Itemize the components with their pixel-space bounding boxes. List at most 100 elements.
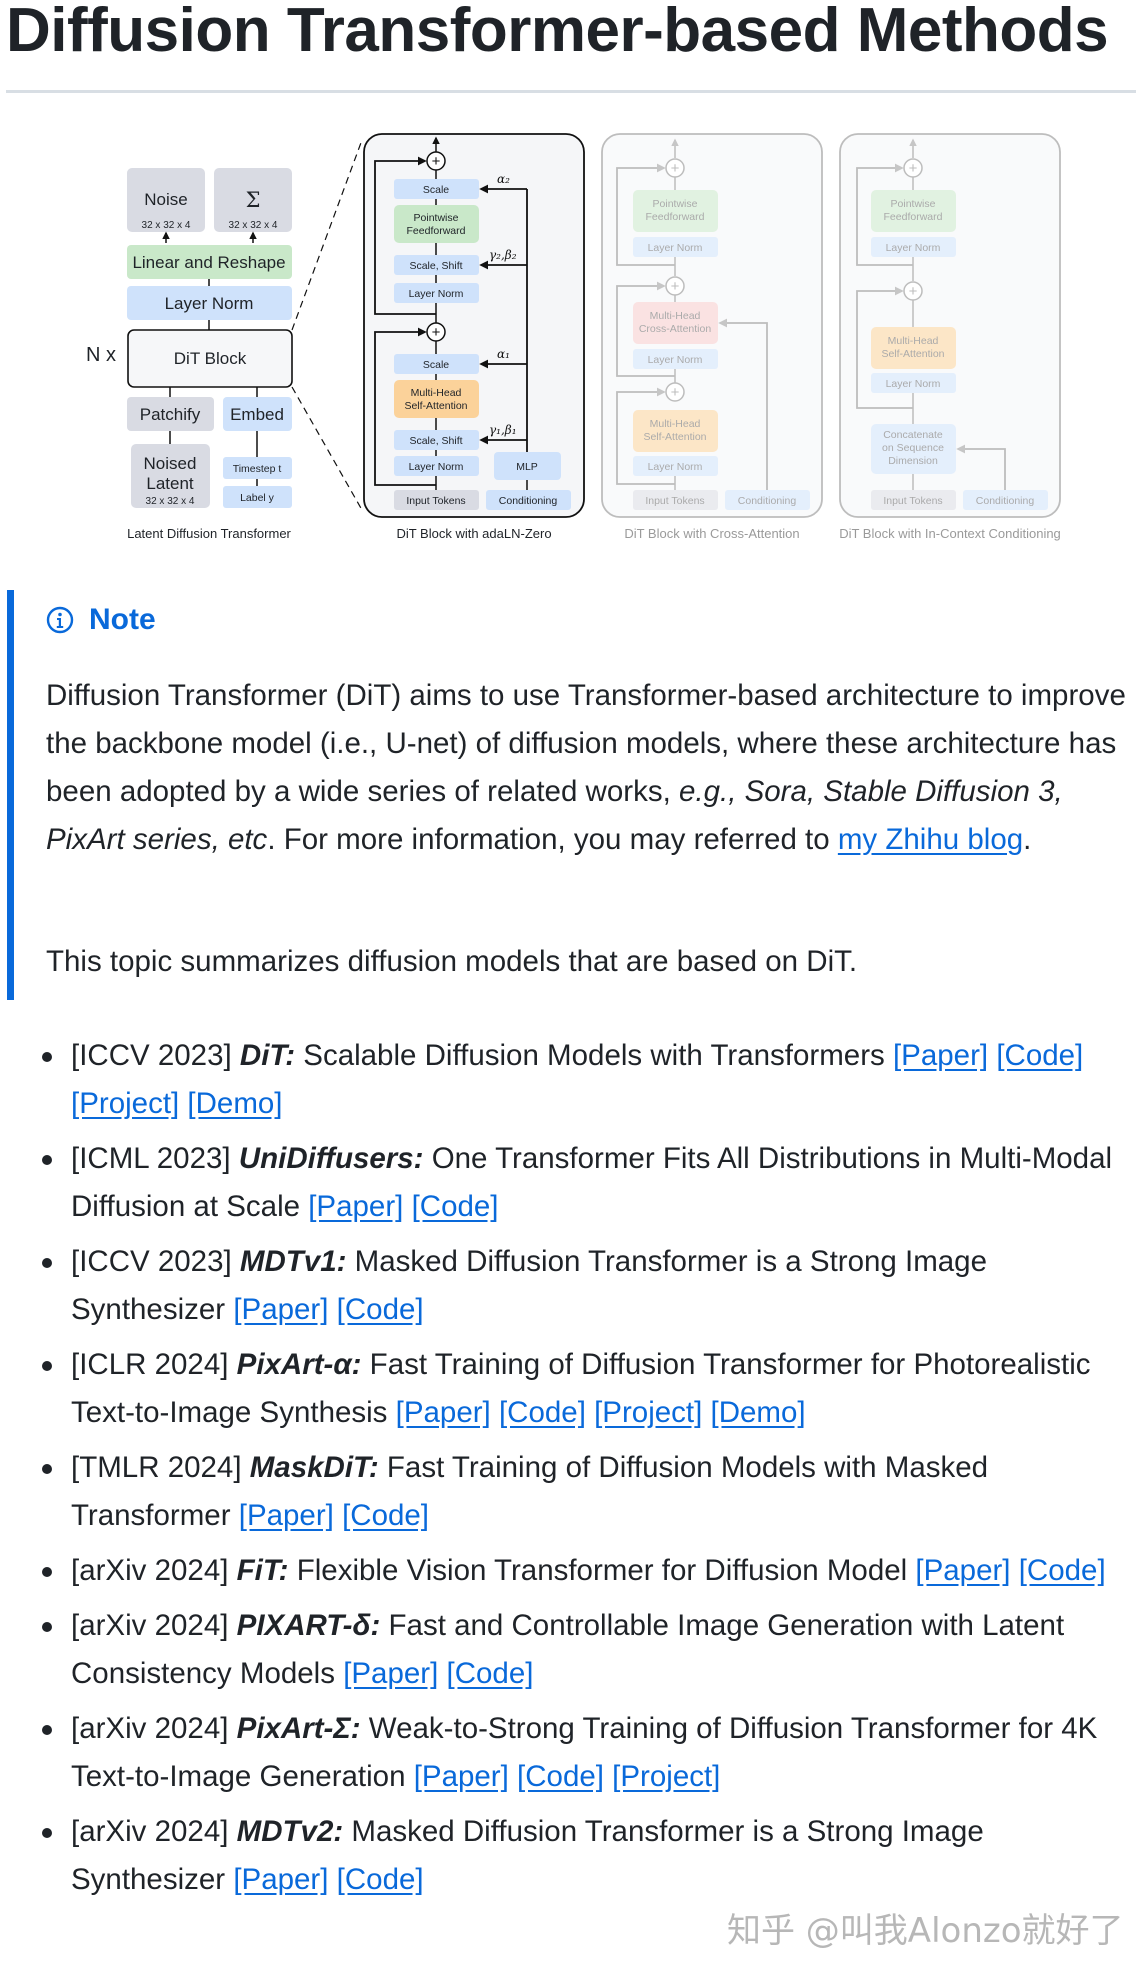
paper-link[interactable]: [Paper] <box>233 1863 329 1896</box>
note-text: . For more information, you may referred… <box>267 823 838 856</box>
method-name: PixArt-Σ: <box>236 1712 361 1745</box>
svg-text:Layer Norm: Layer Norm <box>886 378 941 390</box>
svg-text:Noise: Noise <box>144 190 187 209</box>
svg-text:DiT Block with Cross-Attention: DiT Block with Cross-Attention <box>624 526 799 541</box>
svg-text:Multi-Head: Multi-Head <box>888 335 939 347</box>
venue-label: [ICCV 2023] <box>71 1039 232 1072</box>
svg-text:Layer Norm: Layer Norm <box>886 242 941 254</box>
demo-link[interactable]: [Demo] <box>187 1087 283 1120</box>
paper-link[interactable]: [Paper] <box>395 1396 491 1429</box>
paper-link[interactable]: [Paper] <box>233 1293 329 1326</box>
project-link[interactable]: [Project] <box>594 1396 703 1429</box>
code-link[interactable]: [Code] <box>517 1760 604 1793</box>
svg-text:+: + <box>432 324 441 341</box>
bullet-icon <box>42 1567 52 1577</box>
code-link[interactable]: [Code] <box>996 1039 1084 1072</box>
note-paragraph-summary: This topic summarizes diffusion models t… <box>46 945 858 978</box>
note-accent-bar <box>7 590 14 1000</box>
svg-text:Cross-Attention: Cross-Attention <box>639 323 712 335</box>
bullet-icon <box>42 1725 52 1735</box>
svg-text:Pointwise: Pointwise <box>653 198 698 210</box>
svg-text:Input Tokens: Input Tokens <box>406 495 465 507</box>
svg-text:γ₂,β₂: γ₂,β₂ <box>489 248 517 262</box>
venue-label: [ICML 2023] <box>71 1142 231 1175</box>
paper-list-item: [arXiv 2024] PIXART-δ: Fast and Controll… <box>0 1602 1138 1698</box>
paper-list-item: [ICCV 2023] DiT: Scalable Diffusion Mode… <box>0 1032 1138 1128</box>
svg-text:Latent Diffusion Transformer: Latent Diffusion Transformer <box>127 526 291 541</box>
adaln-zero-panel: + Scale Pointwise Feedforward Scale, Shi… <box>363 133 585 541</box>
svg-text:+: + <box>671 278 680 295</box>
code-link[interactable]: [Code] <box>1018 1554 1106 1587</box>
svg-text:Embed: Embed <box>230 405 284 424</box>
paper-link[interactable]: [Paper] <box>308 1190 404 1223</box>
svg-text:Multi-Head: Multi-Head <box>411 387 462 399</box>
project-link[interactable]: [Project] <box>71 1087 180 1120</box>
svg-text:+: + <box>432 153 441 170</box>
svg-text:Dimension: Dimension <box>888 455 938 467</box>
svg-text:Multi-Head: Multi-Head <box>650 310 701 322</box>
svg-text:Feedforward: Feedforward <box>884 211 943 223</box>
svg-text:+: + <box>671 160 680 177</box>
svg-text:Conditioning: Conditioning <box>976 495 1035 507</box>
svg-text:Linear and Reshape: Linear and Reshape <box>132 253 285 272</box>
paper-list-item: [arXiv 2024] FiT: Flexible Vision Transf… <box>0 1547 1138 1595</box>
paper-title: Masked Diffusion Transformer is a Strong… <box>71 1815 984 1896</box>
svg-text:Pointwise: Pointwise <box>414 212 459 224</box>
method-name: DiT: <box>239 1039 296 1072</box>
svg-text:Label y: Label y <box>240 492 275 504</box>
code-link[interactable]: [Code] <box>336 1863 424 1896</box>
svg-text:32 x 32 x 4: 32 x 32 x 4 <box>229 220 278 231</box>
heading-divider <box>6 90 1136 93</box>
svg-text:Scale, Shift: Scale, Shift <box>409 435 462 447</box>
note-examples: e.g., Sora, Stable Diffusion 3, PixArt s… <box>46 775 1063 856</box>
svg-text:DiT Block: DiT Block <box>174 349 247 368</box>
paper-title: Scalable Diffusion Models with Transform… <box>303 1039 885 1072</box>
paper-link[interactable]: [Paper] <box>892 1039 989 1072</box>
svg-text:Self-Attention: Self-Attention <box>404 400 467 412</box>
method-name: MaskDiT: <box>249 1451 379 1484</box>
code-link[interactable]: [Code] <box>498 1396 586 1429</box>
svg-text:Conditioning: Conditioning <box>499 495 558 507</box>
code-link[interactable]: [Code] <box>411 1190 499 1223</box>
paper-list: [ICCV 2023] DiT: Scalable Diffusion Mode… <box>0 1032 1138 1911</box>
project-link[interactable]: [Project] <box>612 1760 721 1793</box>
svg-text:Scale: Scale <box>423 359 449 371</box>
demo-link[interactable]: [Demo] <box>710 1396 806 1429</box>
paper-title: One Transformer Fits All Distributions i… <box>71 1142 1113 1223</box>
paper-list-item: [ICML 2023] UniDiffusers: One Transforme… <box>0 1135 1138 1231</box>
svg-text:Feedforward: Feedforward <box>646 211 705 223</box>
svg-text:Multi-Head: Multi-Head <box>650 418 701 430</box>
paper-link[interactable]: [Paper] <box>915 1554 1011 1587</box>
method-name: PIXART-δ: <box>236 1609 381 1642</box>
svg-text:Σ: Σ <box>246 188 261 212</box>
note-text: Diffusion Transformer (DiT) aims to use … <box>46 679 1126 808</box>
method-name: MDTv2: <box>236 1815 344 1848</box>
dit-architecture-figure: Noise 32 x 32 x 4 Σ 32 x 32 x 4 Linear a… <box>0 125 1138 555</box>
svg-text:Concatenate: Concatenate <box>883 429 943 441</box>
method-name: UniDiffusers: <box>238 1142 424 1175</box>
svg-text:Scale: Scale <box>423 184 449 196</box>
zhihu-blog-link[interactable]: my Zhihu blog <box>837 823 1024 856</box>
page-title: Diffusion Transformer-based Methods <box>6 0 1109 65</box>
svg-text:+: + <box>909 160 918 177</box>
note-callout: Note Diffusion Transformer (DiT) aims to… <box>7 590 1127 1000</box>
code-link[interactable]: [Code] <box>342 1499 429 1532</box>
svg-text:Patchify: Patchify <box>140 405 201 424</box>
venue-label: [arXiv 2024] <box>71 1554 229 1587</box>
code-link[interactable]: [Code] <box>336 1293 424 1326</box>
svg-text:+: + <box>909 283 918 300</box>
svg-text:Conditioning: Conditioning <box>738 495 797 507</box>
code-link[interactable]: [Code] <box>446 1657 534 1690</box>
note-heading: Note <box>46 600 156 640</box>
in-context-conditioning-panel: + Pointwise Feedforward Layer Norm + Mul… <box>839 133 1061 518</box>
paper-title: Fast and Controllable Image Generation w… <box>71 1609 1065 1690</box>
svg-text:DiT Block with In-Context Cond: DiT Block with In-Context Conditioning <box>839 526 1061 541</box>
method-name: FiT: <box>236 1554 289 1587</box>
note-paragraph-intro: Diffusion Transformer (DiT) aims to use … <box>46 672 1126 864</box>
paper-link[interactable]: [Paper] <box>343 1657 439 1690</box>
venue-label: [ICLR 2024] <box>71 1348 229 1381</box>
paper-link[interactable]: [Paper] <box>413 1760 509 1793</box>
paper-link[interactable]: [Paper] <box>238 1499 334 1532</box>
paper-title: Masked Diffusion Transformer is a Strong… <box>71 1245 987 1326</box>
venue-label: [arXiv 2024] <box>71 1609 229 1642</box>
